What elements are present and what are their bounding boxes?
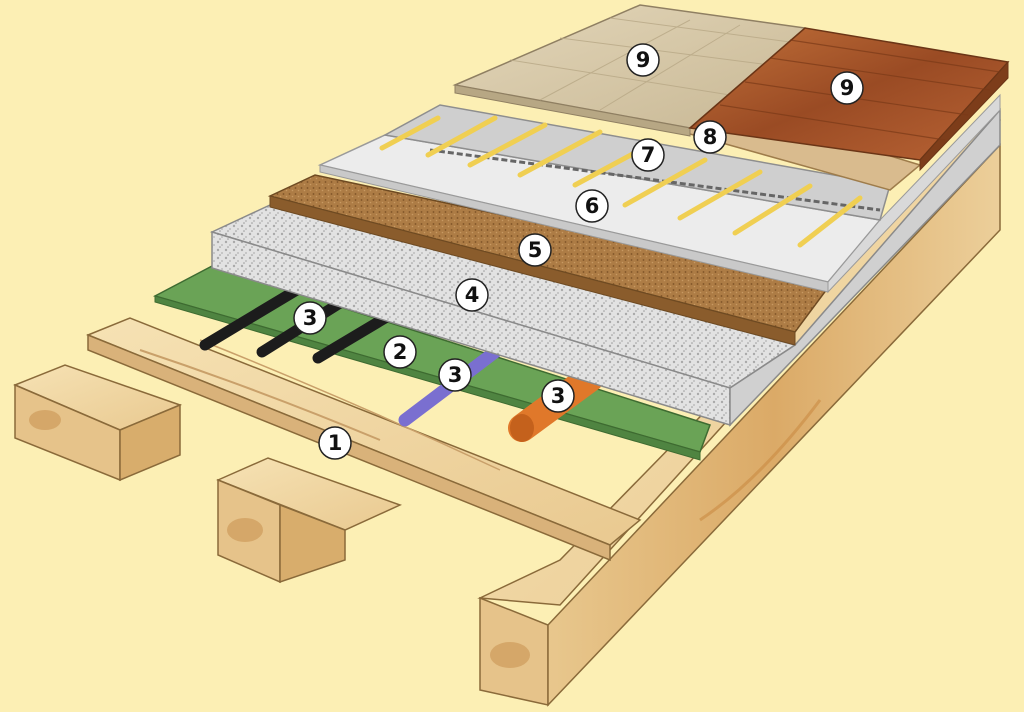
callout-9-tile: 9 xyxy=(626,43,660,77)
callout-label: 1 xyxy=(328,431,343,455)
callout-6: 6 xyxy=(575,189,609,223)
callout-label: 8 xyxy=(703,125,718,149)
insulation-layer xyxy=(209,107,1001,427)
pipe-black-3 xyxy=(312,312,391,364)
callout-7: 7 xyxy=(631,138,665,172)
callout-label: 2 xyxy=(393,340,408,364)
callout-label: 9 xyxy=(636,48,651,72)
pipe-black-1 xyxy=(199,282,306,351)
callout-label: 3 xyxy=(303,306,318,330)
callout-label: 3 xyxy=(448,363,463,387)
callout-2: 2 xyxy=(383,335,417,369)
callouts: 1 2 3 3 3 4 5 6 xyxy=(293,43,864,460)
callout-3-orange-pipe: 3 xyxy=(541,379,575,413)
callout-8: 8 xyxy=(693,120,727,154)
callout-label: 9 xyxy=(840,76,855,100)
callout-label: 4 xyxy=(465,283,480,307)
callout-label: 5 xyxy=(528,238,543,262)
callout-4: 4 xyxy=(455,278,489,312)
callout-label: 3 xyxy=(551,384,566,408)
joist-middle xyxy=(216,457,402,584)
callout-3-black-pipes: 3 xyxy=(293,301,327,335)
callout-1: 1 xyxy=(318,426,352,460)
joist-left xyxy=(13,364,183,482)
callout-9-parquet: 9 xyxy=(830,71,864,105)
heating-wires xyxy=(379,115,863,248)
callout-label: 6 xyxy=(585,194,600,218)
callout-label: 7 xyxy=(641,143,656,167)
callout-5: 5 xyxy=(518,233,552,267)
callout-3-purple-pipe: 3 xyxy=(438,358,472,392)
